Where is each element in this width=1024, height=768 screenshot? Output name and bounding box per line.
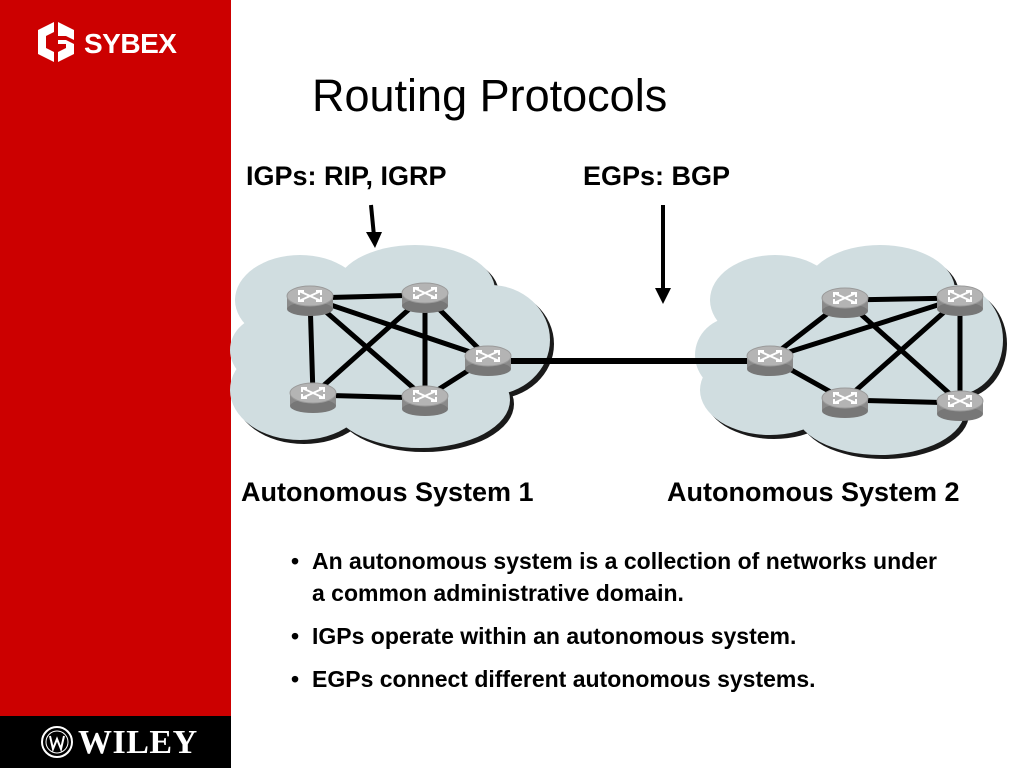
router-icon <box>821 387 869 419</box>
sidebar: SYBEX WILEY <box>0 0 231 768</box>
wiley-seal-icon <box>41 726 73 758</box>
sybex-logo-text: SYBEX <box>84 28 177 59</box>
wiley-footer: WILEY <box>0 716 231 768</box>
router-icon <box>401 385 449 417</box>
egp-label: EGPs: BGP <box>583 161 731 191</box>
slide-title: Routing Protocols <box>312 70 668 121</box>
router-icon <box>286 285 334 317</box>
bullet-item: IGPs operate within an autonomous system… <box>291 620 951 652</box>
igp-label: IGPs: RIP, IGRP <box>246 161 447 191</box>
sybex-mark-icon <box>38 22 74 62</box>
router-icon <box>936 390 984 422</box>
bullet-item: EGPs connect different autonomous system… <box>291 663 951 695</box>
router-icon <box>821 287 869 319</box>
bullet-list: An autonomous system is a collection of … <box>291 545 951 706</box>
router-icon <box>289 382 337 414</box>
igp-arrow-icon <box>366 204 382 248</box>
as2-cloud <box>695 245 1007 459</box>
egp-arrow-icon <box>655 205 671 304</box>
router-icon <box>936 285 984 317</box>
as1-cloud <box>230 245 554 452</box>
wiley-logo-text: WILEY <box>78 724 198 761</box>
as1-label: Autonomous System 1 <box>241 477 534 507</box>
router-icon <box>464 345 512 377</box>
as2-label: Autonomous System 2 <box>667 477 960 507</box>
bullet-item: An autonomous system is a collection of … <box>291 545 951 609</box>
router-icon <box>746 345 794 377</box>
router-icon <box>401 282 449 314</box>
sybex-logo: SYBEX <box>32 18 202 66</box>
